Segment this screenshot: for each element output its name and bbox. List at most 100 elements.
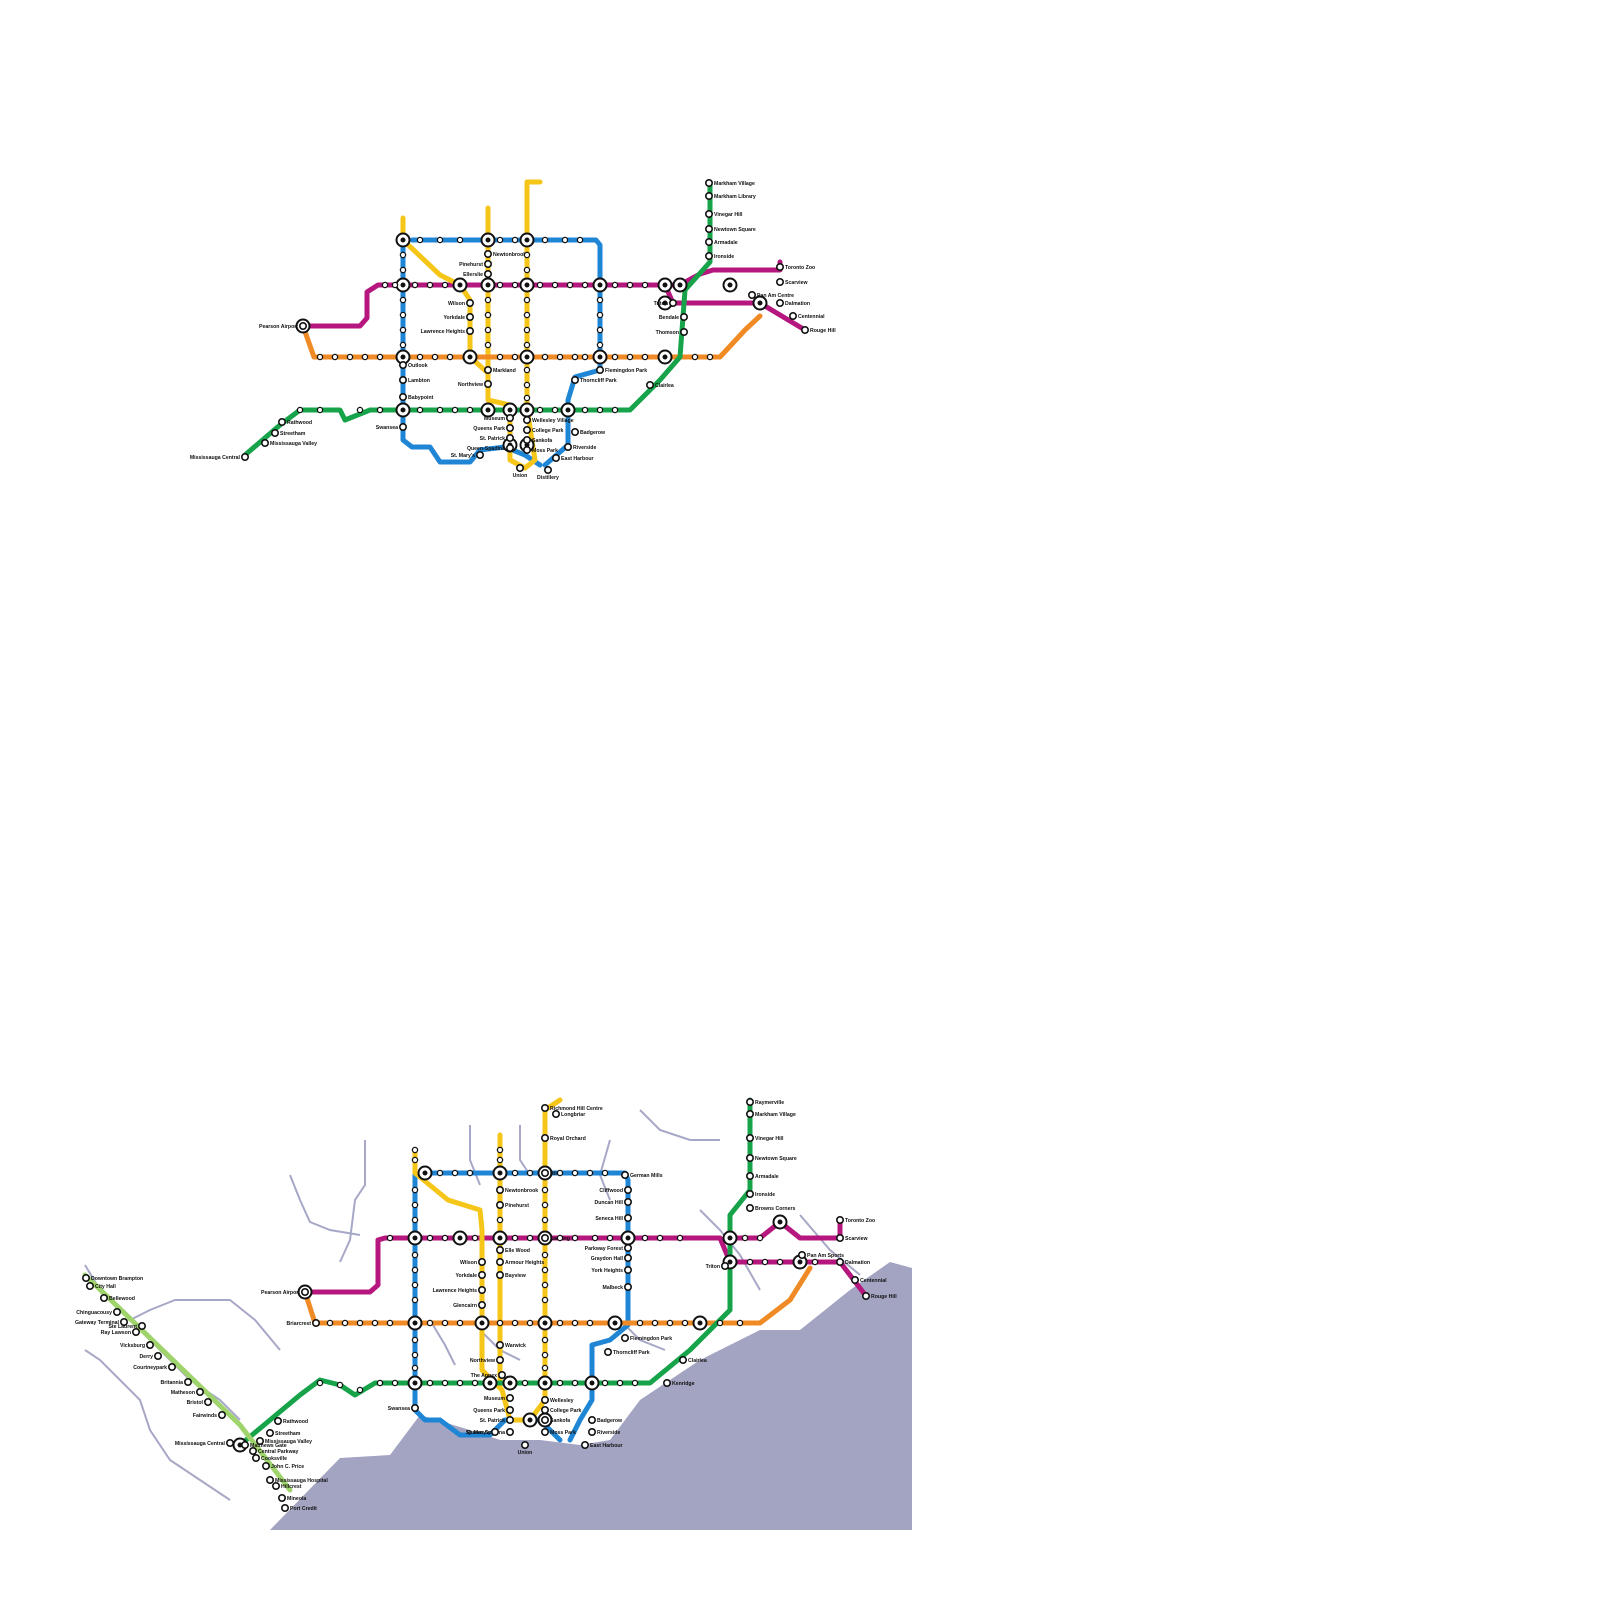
station-moss-park[interactable]: Moss Park — [522, 445, 558, 454]
minor-stop-82[interactable] — [386, 1319, 394, 1327]
station-ironside[interactable]: Ironside — [745, 1190, 775, 1199]
station-babypoint[interactable]: Babypoint — [398, 392, 434, 401]
minor-stop-74[interactable] — [484, 296, 492, 304]
station-dot[interactable] — [249, 1447, 258, 1456]
station-queen-spadina[interactable]: Queen-Spadina — [467, 443, 514, 452]
interchange-station-48[interactable] — [584, 1375, 600, 1391]
minor-stop-65[interactable] — [523, 326, 531, 334]
station-dot[interactable] — [861, 1292, 870, 1301]
station-dot[interactable] — [540, 1234, 549, 1243]
station-dot[interactable] — [483, 259, 492, 268]
minor-stop-151[interactable] — [541, 1186, 549, 1194]
minor-stop-152[interactable] — [541, 1201, 549, 1209]
minor-stop-23[interactable] — [426, 281, 434, 289]
minor-stop-14[interactable] — [581, 353, 589, 361]
minor-stop-33[interactable] — [641, 281, 649, 289]
minor-stop-1[interactable] — [316, 353, 324, 361]
station-the-annex[interactable]: The Annex — [471, 1371, 506, 1380]
minor-stop-52[interactable] — [581, 406, 589, 414]
station-queen-spadina[interactable]: Queen-Spadina — [467, 1428, 514, 1437]
minor-stop-10[interactable] — [511, 353, 519, 361]
minor-stop-128[interactable] — [356, 1386, 364, 1394]
station-dot[interactable] — [505, 1428, 514, 1437]
station-swansea[interactable]: Swansea — [376, 422, 407, 431]
minor-stop-107[interactable] — [606, 1234, 614, 1242]
minor-stop-113[interactable] — [746, 1258, 754, 1266]
minor-stop-3[interactable] — [346, 353, 354, 361]
station-east-harbour[interactable]: East Harbour — [551, 453, 594, 462]
minor-stop-27[interactable] — [536, 281, 544, 289]
station-dot[interactable] — [522, 435, 531, 444]
minor-stop-133[interactable] — [456, 1379, 464, 1387]
station-dot[interactable] — [704, 238, 713, 247]
station-pan-am-centre[interactable]: Pan Am Centre — [747, 290, 794, 299]
station-armadale[interactable]: Armadale — [745, 1172, 779, 1181]
station-dot[interactable] — [645, 380, 654, 389]
station-riverside[interactable]: Riverside — [563, 442, 597, 451]
station-dot[interactable] — [540, 1169, 549, 1178]
station-streetham[interactable]: Streetham — [265, 1429, 301, 1438]
station-dot[interactable] — [398, 375, 407, 384]
minor-stop-124[interactable] — [586, 1169, 594, 1177]
minor-stop-37[interactable] — [496, 236, 504, 244]
interchange-station-34[interactable] — [620, 1230, 636, 1246]
interchange-station-3[interactable] — [519, 232, 535, 248]
station-dot[interactable] — [483, 365, 492, 374]
station-dot[interactable] — [483, 269, 492, 278]
station-dot[interactable] — [154, 1352, 163, 1361]
station-dot[interactable] — [745, 1098, 754, 1107]
station-central-parkway[interactable]: Central Parkway — [249, 1447, 299, 1456]
station-pearson-airport[interactable]: Pearson Airport — [259, 321, 307, 330]
station-scarview[interactable]: Scarview — [835, 1234, 869, 1243]
minor-stop-54[interactable] — [611, 406, 619, 414]
minor-stop-95[interactable] — [681, 1319, 689, 1327]
minor-stop-57[interactable] — [399, 296, 407, 304]
station-dot[interactable] — [540, 1416, 549, 1425]
interchange-station-46[interactable] — [502, 1375, 518, 1391]
minor-stop-165[interactable] — [411, 1156, 419, 1164]
interchange-station-28[interactable] — [492, 1165, 508, 1181]
minor-stop-90[interactable] — [571, 1319, 579, 1327]
minor-stop-157[interactable] — [541, 1296, 549, 1304]
minor-stop-19[interactable] — [706, 353, 714, 361]
station-swansea[interactable]: Swansea — [388, 1404, 419, 1413]
minor-stop-17[interactable] — [641, 353, 649, 361]
station-dot[interactable] — [775, 277, 784, 286]
station-armadale[interactable]: Armadale — [704, 238, 738, 247]
interchange-station-35[interactable] — [722, 1230, 738, 1246]
station-ste-laurent[interactable]: Ste Laurent — [108, 1322, 147, 1331]
station-royal-orchard[interactable]: Royal Orchard — [540, 1134, 586, 1143]
station-moss-park[interactable]: Moss Park — [540, 1428, 576, 1437]
station-vicksburg[interactable]: Vicksburg — [120, 1341, 155, 1350]
station-bristol[interactable]: Bristol — [187, 1398, 213, 1407]
minor-stop-99[interactable] — [426, 1234, 434, 1242]
station-dot[interactable] — [704, 225, 713, 234]
minor-stop-131[interactable] — [426, 1379, 434, 1387]
minor-stop-121[interactable] — [526, 1169, 534, 1177]
station-dot[interactable] — [679, 327, 688, 336]
station-dot[interactable] — [477, 1258, 486, 1267]
station-dot[interactable] — [679, 312, 688, 321]
interchange-station-43[interactable] — [692, 1315, 708, 1331]
minor-stop-158[interactable] — [541, 1336, 549, 1344]
station-dot[interactable] — [168, 1363, 177, 1372]
station-clairlea[interactable]: Clairlea — [678, 1356, 707, 1365]
station-outlook[interactable]: Outlook — [398, 360, 428, 369]
minor-stop-92[interactable] — [636, 1319, 644, 1327]
interchange-station-45[interactable] — [482, 1375, 498, 1391]
minor-stop-108[interactable] — [641, 1234, 649, 1242]
station-dot[interactable] — [678, 1356, 687, 1365]
station-derry[interactable]: Derry — [139, 1352, 163, 1361]
station-rouge-hill[interactable]: Rouge Hill — [861, 1292, 897, 1301]
station-cliffwood[interactable]: Cliffwood — [599, 1186, 632, 1195]
station-dalmation[interactable]: Dalmation — [775, 298, 810, 307]
station-dot[interactable] — [704, 192, 713, 201]
station-glencairn[interactable]: Glencairn — [453, 1301, 486, 1310]
station-vinegar-hill[interactable]: Vinegar Hill — [745, 1134, 784, 1143]
station-dot[interactable] — [465, 298, 474, 307]
station-dot[interactable] — [563, 442, 572, 451]
station-dot[interactable] — [603, 1348, 612, 1357]
minor-stop-53[interactable] — [596, 406, 604, 414]
minor-stop-94[interactable] — [666, 1319, 674, 1327]
station-yorkdale[interactable]: Yorkdale — [455, 1271, 486, 1280]
